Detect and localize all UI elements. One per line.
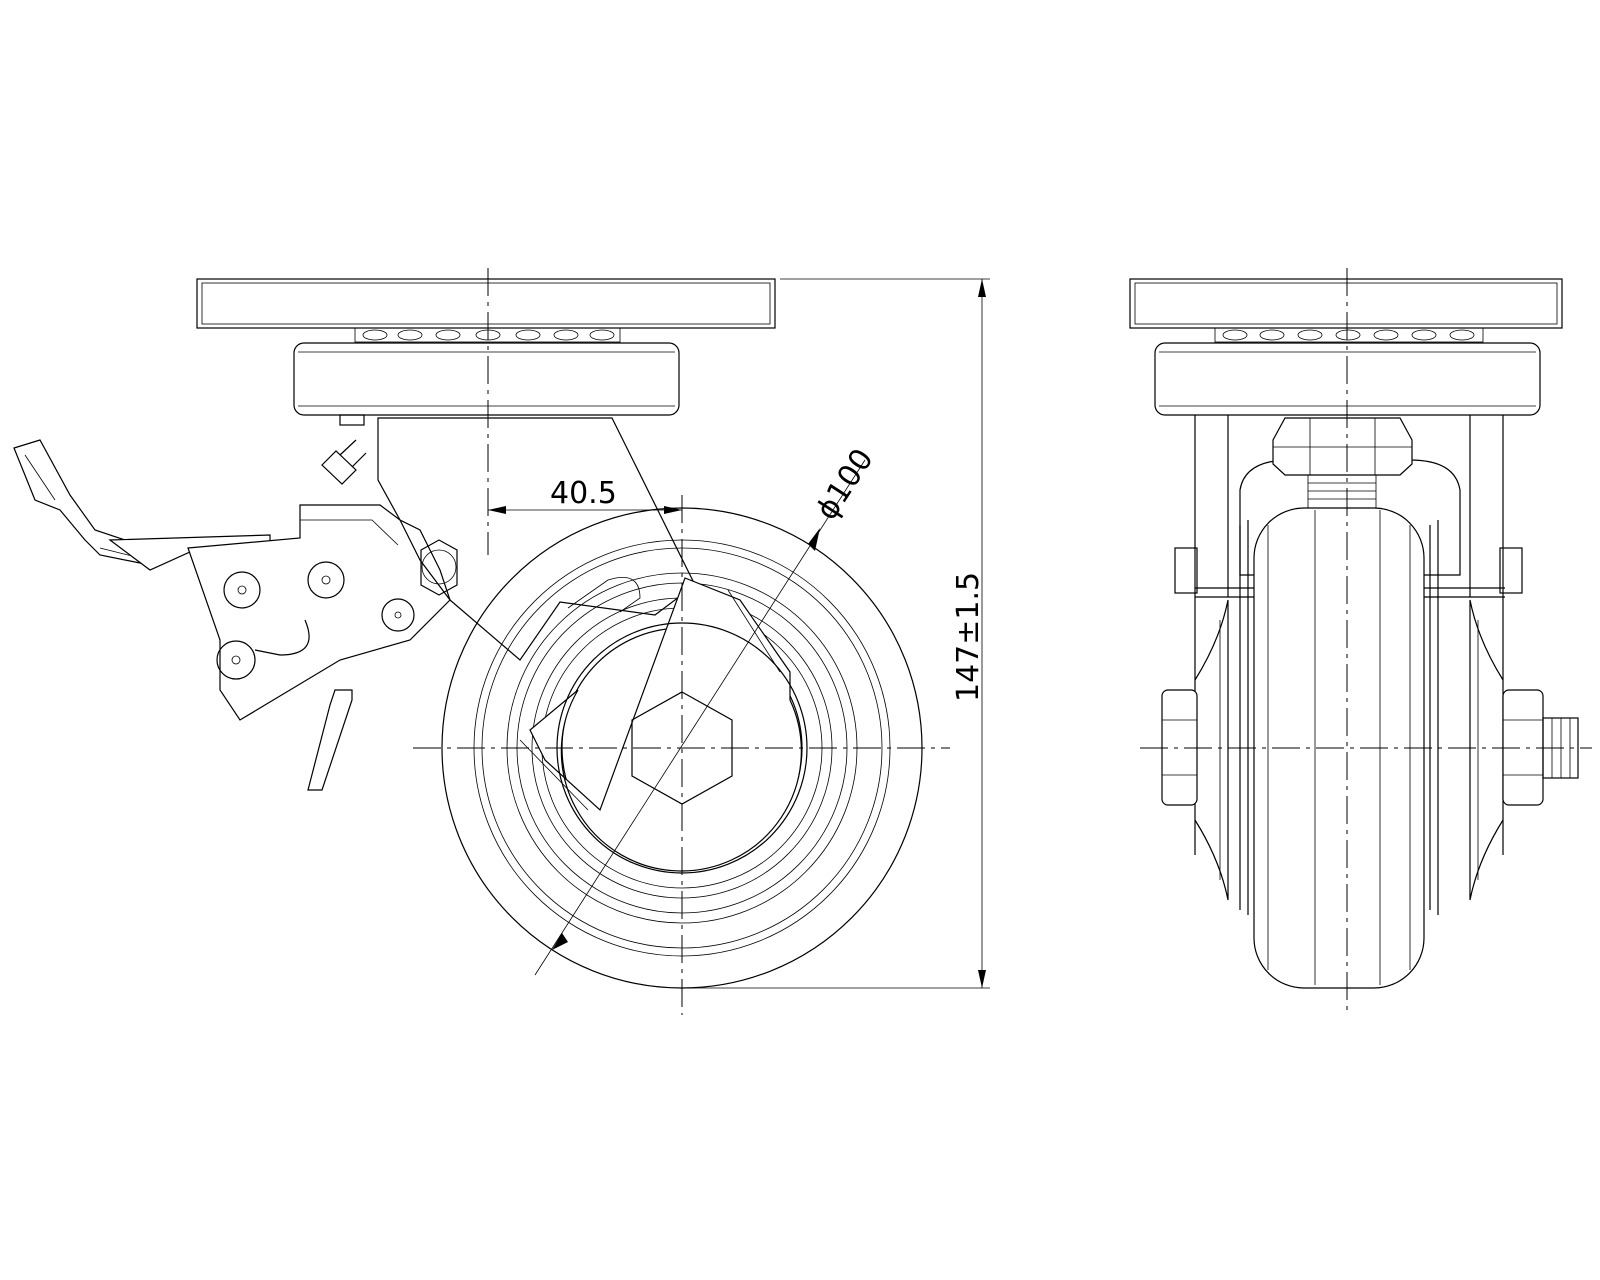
dimension-offset-label: 40.5 (550, 476, 617, 511)
front-kingpin-nut (1272, 417, 1413, 511)
front-bearing-balls (1214, 327, 1484, 343)
front-hub-left (1194, 599, 1229, 901)
dimension-diameter-label: ϕ100 (809, 443, 880, 527)
front-hub-right (1469, 599, 1504, 901)
dimension-height-label: 147±1.5 (951, 572, 986, 702)
front-view (1129, 268, 1592, 1015)
side-swivel-head (293, 342, 680, 416)
brake-assembly (13, 439, 458, 791)
fork-leg (377, 417, 696, 661)
grease-nipple (321, 414, 367, 485)
front-top-plate (1129, 278, 1563, 329)
side-top-plate (196, 278, 776, 329)
front-fork-left (1194, 415, 1229, 855)
dimension-offset: 40.5 (488, 476, 682, 514)
axle-bracket (529, 577, 802, 872)
dimension-height: 147±1.5 (682, 278, 990, 989)
front-fork-right (1469, 415, 1504, 855)
side-view: 40.5 ϕ100 147±1.5 (13, 268, 990, 1015)
